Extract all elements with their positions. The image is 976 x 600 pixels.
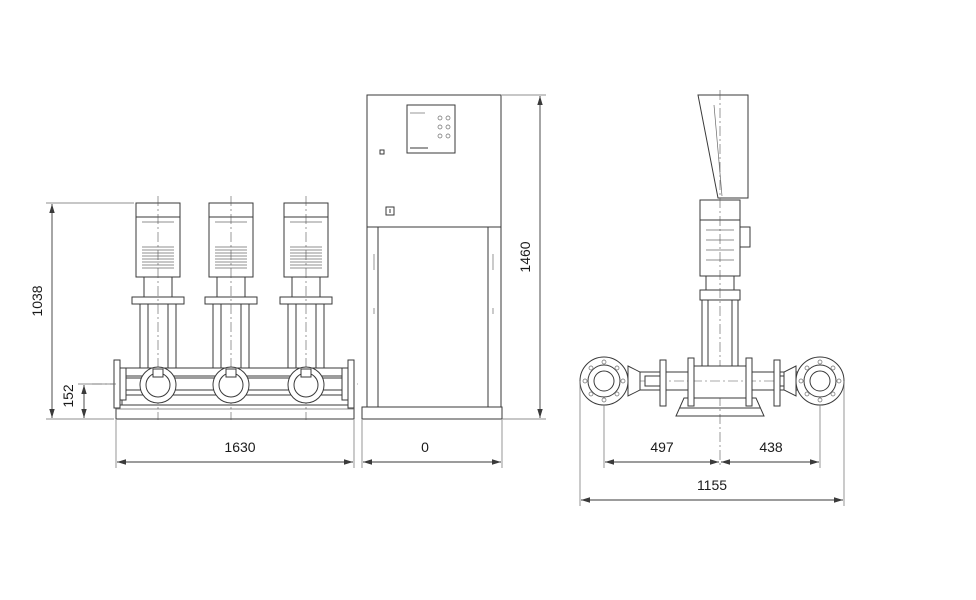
dim-side-left: 497	[650, 439, 674, 455]
pump-unit-3	[279, 196, 333, 420]
pump-unit-2	[204, 196, 258, 420]
right-flange	[783, 356, 845, 406]
pump-unit-1	[131, 196, 185, 420]
dim-cabinet-width: 0	[421, 439, 429, 455]
side-view: 497 438 1155	[579, 90, 845, 506]
dim-cabinet-height: 1460	[517, 241, 533, 272]
dim-inlet-height: 152	[60, 384, 76, 408]
dim-side-right: 438	[759, 439, 783, 455]
control-cabinet-view: 1460 0	[361, 94, 546, 468]
dim-side-total: 1155	[697, 477, 727, 493]
front-view: 1038 152 1630	[29, 196, 358, 468]
dim-front-height: 1038	[29, 285, 45, 316]
left-flange	[579, 356, 641, 406]
dim-front-width: 1630	[224, 439, 255, 455]
